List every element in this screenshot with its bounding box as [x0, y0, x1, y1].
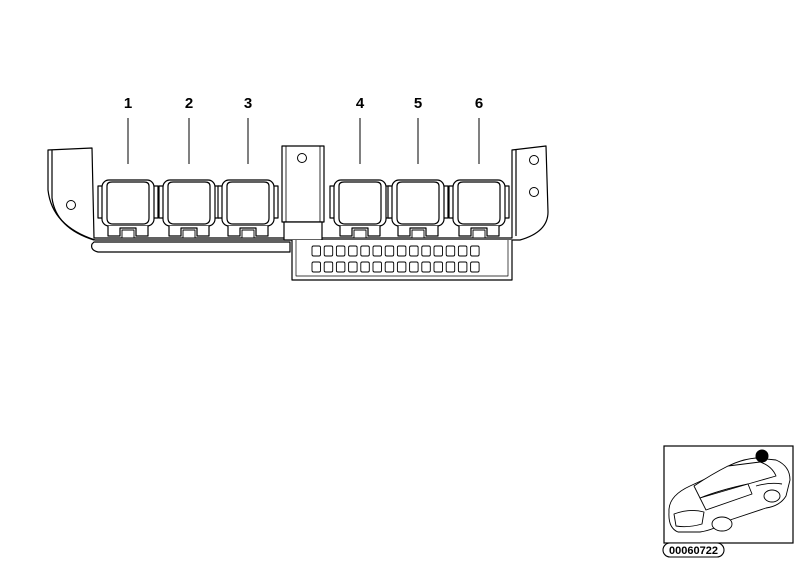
- callout-labels: 1 2 3 4 5 6: [124, 95, 483, 112]
- wheel-icon: [711, 489, 781, 532]
- relay-group: [97, 179, 510, 239]
- connector-pin: [323, 245, 334, 257]
- connector-pin: [335, 245, 346, 257]
- connector-pin: [457, 245, 468, 257]
- connector-pin: [409, 261, 419, 273]
- relay-5: [387, 179, 449, 239]
- callout-3: 3: [244, 95, 252, 112]
- connector-pin: [323, 261, 334, 273]
- relay-2: [158, 179, 220, 239]
- connector-pin: [470, 245, 480, 257]
- leader-lines: [127, 118, 480, 164]
- connector-pin: [433, 245, 443, 257]
- connector-pin: [396, 245, 407, 257]
- car-outline: [668, 457, 791, 533]
- relay-bracket-assembly: [47, 145, 549, 281]
- callout-6: 6: [475, 95, 483, 112]
- callout-2: 2: [185, 95, 193, 112]
- connector-pin: [360, 245, 370, 257]
- relay-4: [329, 179, 391, 239]
- bracket-hole-center: [297, 153, 307, 163]
- callout-1: 1: [124, 95, 132, 112]
- location-marker-icon: [755, 449, 769, 463]
- callout-4: 4: [356, 95, 365, 112]
- connector-pin: [421, 261, 431, 273]
- callout-5: 5: [414, 95, 422, 112]
- connector-pin: [311, 261, 321, 273]
- connector-pin: [372, 261, 382, 273]
- relay-3: [217, 179, 279, 239]
- bracket-hole-left: [66, 200, 76, 210]
- reference-number-badge: 00060722: [662, 542, 725, 558]
- connector-pin: [372, 245, 382, 257]
- connector-pin: [470, 261, 480, 273]
- connector-pin-grid: [311, 245, 480, 273]
- connector-pin: [409, 245, 419, 257]
- connector-pin: [421, 245, 431, 257]
- relay-6: [448, 179, 510, 239]
- connector-pin: [335, 261, 346, 273]
- reference-number: 00060722: [669, 545, 718, 557]
- bracket-hole-right-lower: [529, 187, 539, 197]
- relay-1: [97, 179, 159, 239]
- connector-pin: [445, 261, 456, 273]
- connector-pin: [445, 245, 456, 257]
- bracket-hole-right-upper: [529, 155, 539, 165]
- connector-pin: [396, 261, 407, 273]
- connector-pin: [348, 245, 358, 257]
- connector-pin: [433, 261, 443, 273]
- connector-pin: [384, 261, 395, 273]
- connector-pin: [360, 261, 370, 273]
- vehicle-location-thumbnail: [663, 445, 794, 544]
- connector-pin: [311, 245, 321, 257]
- connector-pin: [348, 261, 358, 273]
- connector-pin: [384, 245, 395, 257]
- connector-pin: [457, 261, 468, 273]
